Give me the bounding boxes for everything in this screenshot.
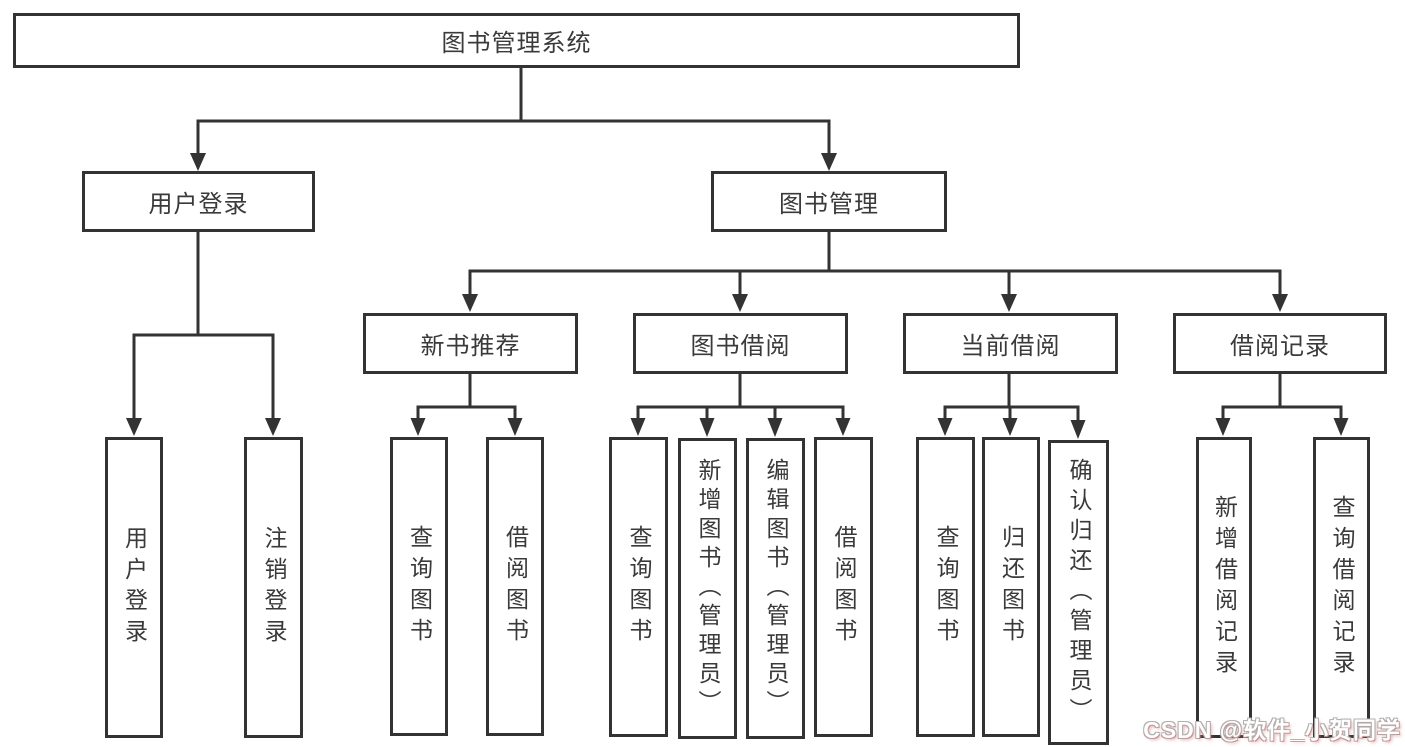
leaf-query-books-recommend: 查询图书 <box>390 437 448 736</box>
node-current-borrowing: 当前借阅 <box>903 313 1118 374</box>
leaf-borrow-books-borrowing: 借阅图书 <box>814 437 873 737</box>
leaf-logout: 注销登录 <box>244 437 303 738</box>
csdn-watermark: CSDN @软件_小贺同学 <box>1143 717 1401 743</box>
leaf-borrow-books-recommend: 借阅图书 <box>486 437 544 736</box>
leaf-query-books-borrowing: 查询图书 <box>609 437 668 737</box>
leaf-query-borrow-record: 查询借阅记录 <box>1313 437 1370 738</box>
node-book-management: 图书管理 <box>711 171 947 232</box>
leaf-query-books-current: 查询图书 <box>916 437 975 737</box>
node-root-system: 图书管理系统 <box>13 13 1020 68</box>
leaf-add-book-admin: 新增图书（管理员） <box>678 438 737 739</box>
leaf-confirm-return-admin: 确认归还（管理员） <box>1048 440 1109 745</box>
node-borrowing-records: 借阅记录 <box>1173 313 1387 374</box>
leaf-edit-book-admin: 编辑图书（管理员） <box>746 438 805 739</box>
node-new-book-recommendation: 新书推荐 <box>363 313 578 374</box>
leaf-return-books: 归还图书 <box>982 437 1040 737</box>
leaf-user-login: 用户登录 <box>105 437 163 738</box>
leaf-add-borrow-record: 新增借阅记录 <box>1196 437 1252 738</box>
node-user-login: 用户登录 <box>82 171 315 232</box>
node-book-borrowing: 图书借阅 <box>633 313 848 374</box>
